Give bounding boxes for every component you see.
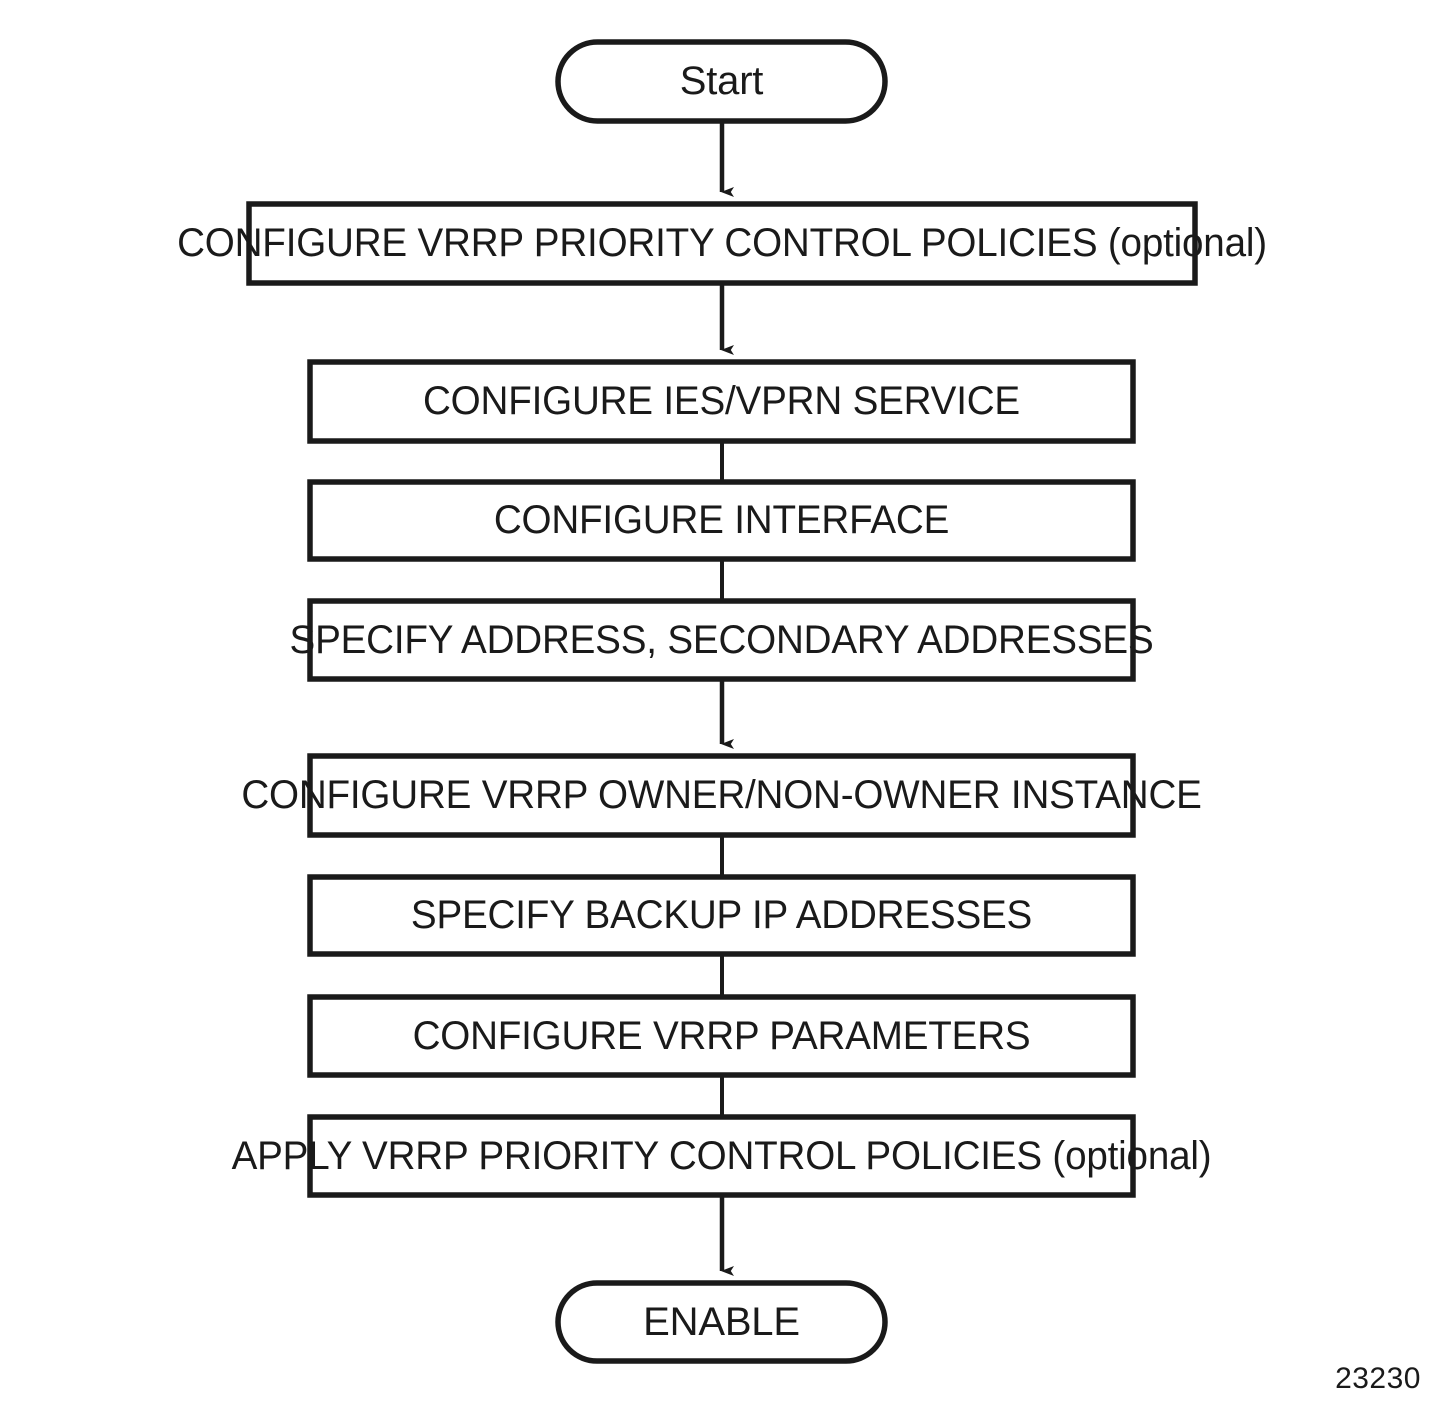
node-service-shape	[307, 359, 1136, 444]
node-interface-shape	[307, 479, 1136, 562]
node-start-shape	[555, 39, 888, 124]
node-parameters-shape	[307, 994, 1136, 1078]
node-applypolicy-shape	[307, 1114, 1136, 1198]
node-addresses-shape	[307, 598, 1136, 682]
figure-id: 23230	[1335, 1362, 1421, 1395]
node-policies-shape	[246, 201, 1198, 286]
node-enable-shape	[555, 1280, 888, 1364]
node-instance-shape	[307, 753, 1136, 838]
node-backupip-shape	[307, 874, 1136, 957]
